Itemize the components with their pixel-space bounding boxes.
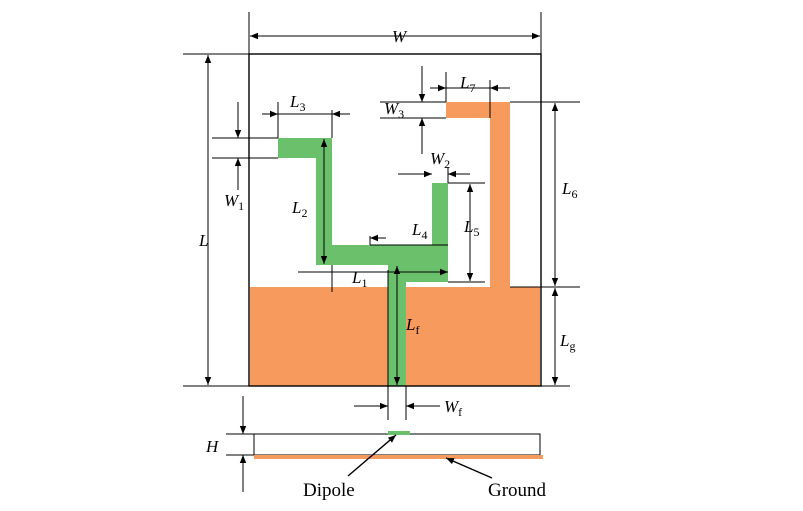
label-Wf: Wf xyxy=(444,397,462,419)
extension-lines xyxy=(183,12,580,420)
dimension-arrows xyxy=(204,32,559,410)
caption-ground: Ground xyxy=(488,480,547,501)
label-L7: L7 xyxy=(459,73,475,95)
label-W2: W2 xyxy=(430,149,450,171)
label-Lg: Lg xyxy=(559,331,575,353)
label-L5: L5 xyxy=(463,217,479,239)
side-dipole xyxy=(388,431,410,435)
ground-stub-arm xyxy=(446,102,510,287)
label-L: L xyxy=(198,231,208,250)
label-L1: L1 xyxy=(351,268,367,290)
label-W: W xyxy=(392,27,408,46)
label-L4: L4 xyxy=(411,220,427,242)
label-L2: L2 xyxy=(291,198,307,220)
caption-dipole: Dipole xyxy=(303,480,355,501)
substrate-outline xyxy=(248,53,542,387)
label-L6: L6 xyxy=(561,179,577,201)
label-W1: W1 xyxy=(224,191,244,213)
label-L3: L3 xyxy=(289,92,305,114)
label-H: H xyxy=(205,437,220,456)
label-Lf: Lf xyxy=(405,315,419,337)
dipole-pointer xyxy=(347,434,397,477)
height-dimension xyxy=(226,396,254,492)
label-W3: W3 xyxy=(384,99,404,121)
side-substrate xyxy=(253,433,541,456)
ground-pointer xyxy=(445,457,493,479)
side-ground xyxy=(254,455,543,459)
